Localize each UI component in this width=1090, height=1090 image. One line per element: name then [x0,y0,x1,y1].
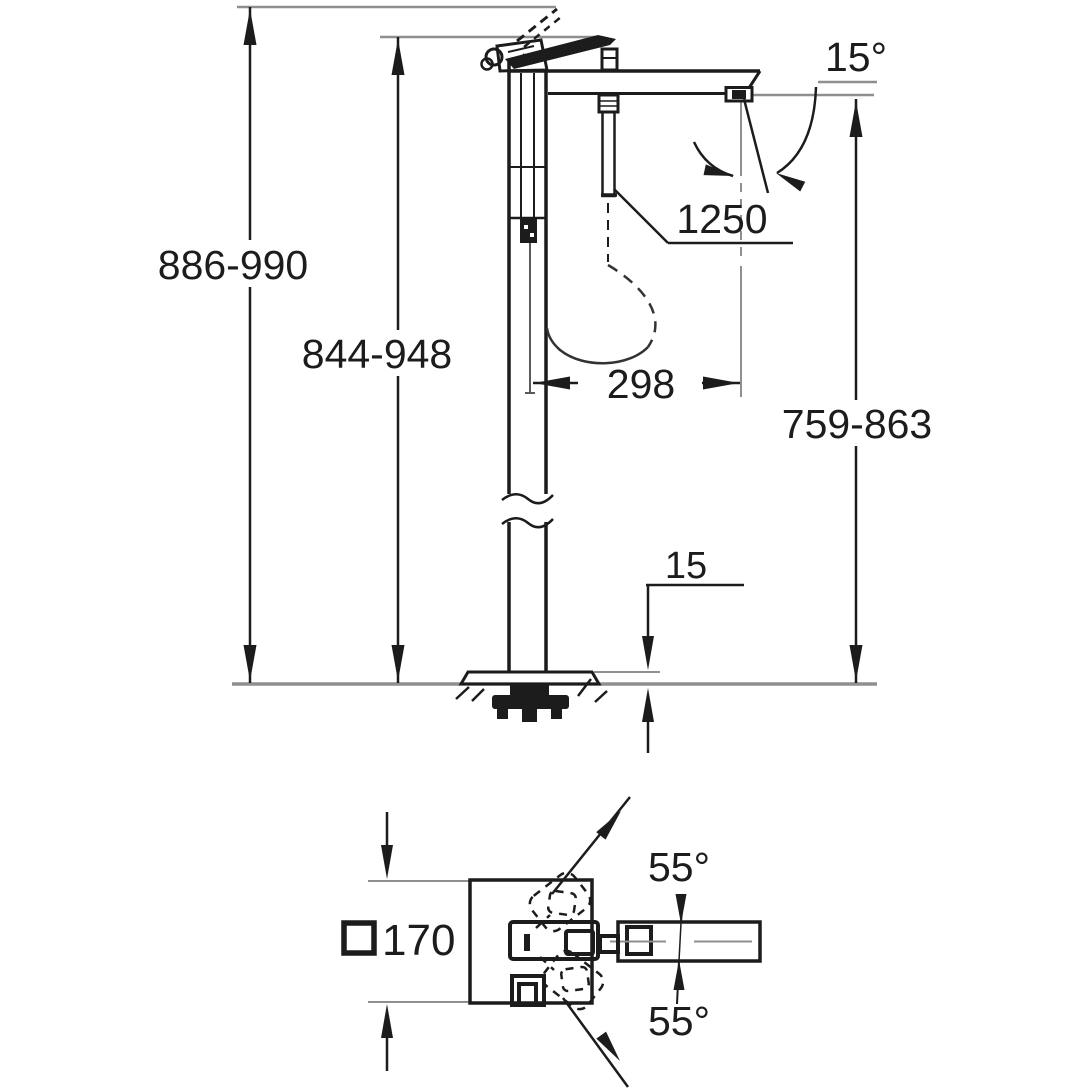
hand-shower-body [601,110,616,198]
dim-label-overall-height: 886-990 [158,242,308,288]
dim-label-base-clearance: 15 [665,545,707,587]
spout-plan [610,920,762,963]
spout-arm [509,47,762,103]
shower-hose [545,327,649,365]
holder-bracket-plan [510,974,546,1007]
dim-base-clearance: 15 [642,545,744,753]
break-line [501,493,554,505]
mounting-foot [551,709,562,719]
square-symbol [341,920,377,956]
dim-overall-height: 886-990 [150,7,316,683]
top-plan-view: 170 55° 55° [341,796,762,1088]
dim-label-spout-height: 759-863 [782,401,932,447]
dim-label-body-height: 844-948 [302,331,452,377]
handle-plan [508,920,620,961]
dim-spout-offset: 298 [533,361,740,407]
dim-body-height: 844-948 [294,37,460,683]
lever-raised-dashed [516,7,558,43]
lever-knuckle [484,47,504,67]
dim-hose-length: 1250 [613,188,793,245]
dim-label-swing-upper: 55° [648,844,710,890]
dim-swing-upper: 55° [551,796,710,924]
side-elevation-view: 886-990 844-948 759-863 298 [150,5,941,753]
mounting-foot [522,709,537,722]
holder-collar [597,93,620,114]
dim-spout-tilt: 15° [692,34,887,194]
dim-swing-lower: 55° [561,922,710,1088]
diverter-knob [600,47,619,72]
base-mounting [455,670,608,722]
lever-handle [480,7,616,73]
handle-detent [524,934,530,951]
break-line [501,517,554,529]
handle-cap [564,929,595,956]
floor-hatching [455,678,608,703]
base-plate [458,670,602,686]
hose-coupling [520,219,537,243]
dim-label-base-plate-size: 170 [382,916,455,965]
handle-rotated-upper-dashed [528,871,592,933]
dim-label-hose-length: 1250 [676,196,767,242]
tilt-arc-right [776,86,818,175]
tilt-ray [742,98,770,194]
mounting-foot [497,709,508,719]
dim-base-plate-size: 170 [341,812,455,1071]
mounting-flange [492,695,569,709]
floor-stub [510,685,549,695]
lever-blade [505,35,616,69]
hand-shower-holder [545,93,657,365]
spout-outlet [724,86,754,103]
shower-hose-dashed [607,263,657,348]
dim-label-spout-tilt: 15° [825,34,887,80]
dim-label-swing-lower: 55° [648,998,710,1044]
faucet-column [501,60,554,672]
dim-label-spout-offset: 298 [607,361,675,407]
dim-spout-height: 759-863 [773,99,941,683]
handle-body [508,920,600,961]
handle-nub [598,934,620,954]
